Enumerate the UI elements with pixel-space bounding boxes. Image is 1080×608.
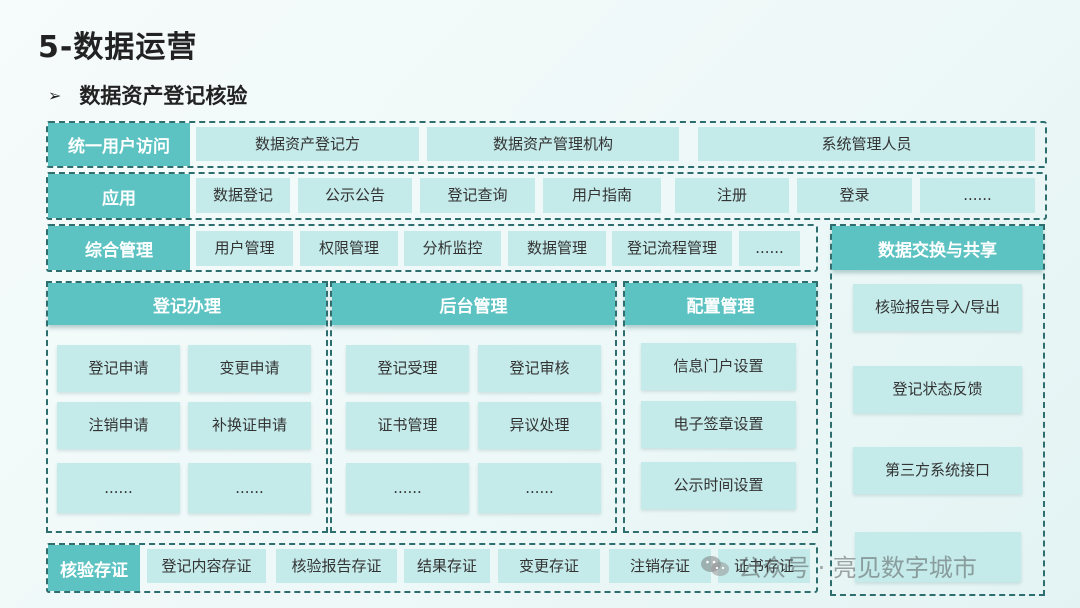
backend-more-1: ...... bbox=[346, 463, 469, 513]
app-item-announcement: 公示公告 bbox=[298, 178, 412, 213]
mgmt-item-data: 数据管理 bbox=[508, 231, 606, 266]
verify-item-certificate: 证书存证 bbox=[718, 549, 810, 583]
verify-item-result: 结果存证 bbox=[404, 549, 490, 583]
app-item-signup: 注册 bbox=[675, 178, 789, 213]
verify-item-report: 核验报告存证 bbox=[276, 549, 397, 583]
watermark-text: 公众号 · 亮见数字城市 bbox=[738, 554, 977, 582]
backend-accept: 登记受理 bbox=[346, 345, 469, 392]
verify-item-content: 登记内容存证 bbox=[147, 549, 266, 583]
mgmt-item-users: 用户管理 bbox=[196, 231, 293, 266]
section-subtitle: ➢ 数据资产登记核验 bbox=[48, 80, 247, 110]
verify-row bbox=[46, 543, 818, 593]
mgmt-item-monitoring: 分析监控 bbox=[404, 231, 501, 266]
apps-row bbox=[46, 172, 1047, 220]
mgmt-row bbox=[46, 224, 818, 272]
exchange-report-io: 核验报告导入/导出 bbox=[853, 284, 1022, 331]
register-more-1: ...... bbox=[57, 463, 180, 513]
verify-label: 核验存证 bbox=[48, 545, 140, 591]
backend-panel-header: 后台管理 bbox=[332, 283, 615, 325]
subtitle-text: 数据资产登记核验 bbox=[79, 84, 248, 108]
unified-access-row bbox=[46, 121, 1047, 168]
exchange-panel-header: 数据交换与共享 bbox=[832, 226, 1043, 270]
exchange-third-party-api: 第三方系统接口 bbox=[853, 447, 1022, 494]
unified-access-label: 统一用户访问 bbox=[48, 123, 190, 166]
page-title: 5-数据运营 bbox=[38, 30, 198, 65]
exchange-blank-slot bbox=[855, 532, 1021, 582]
mgmt-item-workflow: 登记流程管理 bbox=[612, 231, 732, 266]
config-panel-header: 配置管理 bbox=[625, 283, 816, 325]
watermark: 公众号 · 亮见数字城市 bbox=[700, 548, 977, 583]
config-portal: 信息门户设置 bbox=[641, 343, 796, 390]
app-item-register-query: 登记查询 bbox=[420, 178, 535, 213]
mgmt-label: 综合管理 bbox=[48, 226, 190, 270]
wechat-icon bbox=[700, 554, 730, 578]
mgmt-item-more: ...... bbox=[739, 231, 800, 266]
register-panel-header: 登记办理 bbox=[48, 283, 326, 325]
unified-item-agency: 数据资产管理机构 bbox=[427, 127, 679, 161]
app-item-more: ...... bbox=[920, 178, 1035, 213]
app-item-login: 登录 bbox=[797, 178, 912, 213]
verify-item-cancel: 注销存证 bbox=[609, 549, 711, 583]
backend-panel bbox=[330, 281, 617, 533]
config-panel bbox=[623, 281, 818, 533]
exchange-panel bbox=[830, 224, 1045, 596]
verify-item-change: 变更存证 bbox=[498, 549, 600, 583]
register-reissue: 补换证申请 bbox=[188, 402, 311, 449]
backend-objections: 异议处理 bbox=[478, 402, 601, 449]
app-item-data-register: 数据登记 bbox=[196, 178, 290, 213]
backend-review: 登记审核 bbox=[478, 345, 601, 392]
config-esign: 电子签章设置 bbox=[641, 401, 796, 448]
register-apply: 登记申请 bbox=[57, 345, 180, 392]
unified-item-admin: 系统管理人员 bbox=[698, 127, 1035, 161]
backend-certificates: 证书管理 bbox=[346, 402, 469, 449]
register-panel bbox=[46, 281, 328, 533]
mgmt-item-permissions: 权限管理 bbox=[300, 231, 398, 266]
register-cancel: 注销申请 bbox=[57, 402, 180, 449]
config-publicity-time: 公示时间设置 bbox=[641, 462, 796, 509]
register-change: 变更申请 bbox=[188, 345, 311, 392]
register-more-2: ...... bbox=[188, 463, 311, 513]
backend-more-2: ...... bbox=[478, 463, 601, 513]
app-item-user-guide: 用户指南 bbox=[543, 178, 661, 213]
exchange-status-feedback: 登记状态反馈 bbox=[853, 366, 1022, 413]
arrow-bullet-icon: ➢ bbox=[48, 86, 62, 105]
unified-item-registrant: 数据资产登记方 bbox=[196, 127, 419, 161]
apps-label: 应用 bbox=[48, 174, 190, 218]
